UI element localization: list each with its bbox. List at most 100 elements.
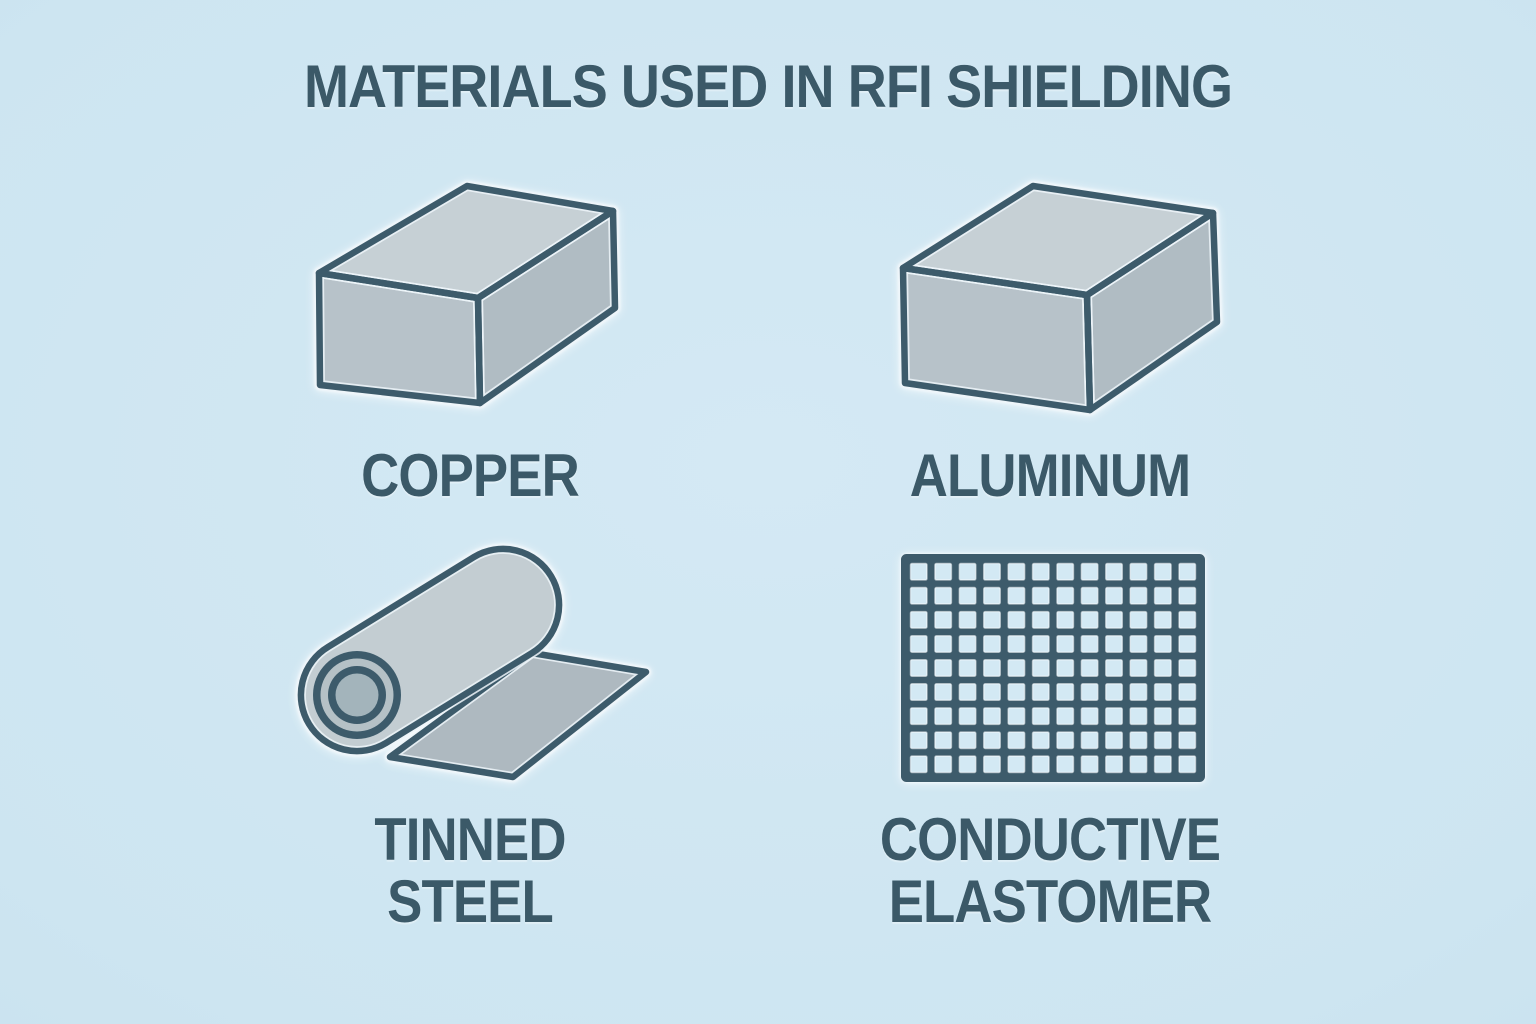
mesh-hole (1031, 731, 1050, 750)
mesh-hole (1153, 659, 1172, 677)
mesh-hole (1153, 755, 1172, 774)
mesh-holes (909, 562, 1197, 774)
mesh-hole (934, 659, 953, 677)
mesh-hole (1007, 731, 1026, 750)
mesh-hole (982, 562, 1001, 581)
material-label-line: ALUMINUM (909, 442, 1191, 509)
mesh-hole (1129, 634, 1148, 653)
mesh-hole (958, 683, 977, 702)
material-label-line: COPPER (361, 442, 580, 509)
tinned-steel-roll-icon (295, 543, 651, 782)
mesh-hole (1056, 755, 1075, 774)
mesh-hole (982, 755, 1001, 774)
material-label-line: CONDUCTIVE (879, 806, 1221, 873)
material-label-line: TINNED (374, 806, 566, 873)
mesh-hole (1105, 586, 1124, 605)
mesh-hole (1007, 634, 1026, 653)
mesh-hole (1105, 731, 1124, 750)
mesh-hole (909, 610, 928, 629)
mesh-hole (1178, 586, 1197, 605)
mesh-hole (1007, 659, 1026, 677)
mesh-hole (934, 634, 953, 653)
mesh-hole (1080, 731, 1099, 750)
mesh-hole (1153, 562, 1172, 581)
mesh-hole (934, 562, 953, 581)
mesh-hole (982, 707, 1001, 726)
mesh-hole (909, 707, 928, 726)
mesh-hole (1129, 707, 1148, 726)
mesh-hole (958, 562, 977, 581)
mesh-hole (1105, 707, 1124, 726)
mesh-hole (1080, 659, 1099, 677)
mesh-hole (909, 659, 928, 677)
mesh-hole (958, 659, 977, 677)
mesh-hole (934, 586, 953, 605)
mesh-hole (958, 755, 977, 774)
mesh-hole (1105, 683, 1124, 702)
mesh-hole (1129, 731, 1148, 750)
mesh-hole (1178, 610, 1197, 629)
aluminum-block-icon (898, 181, 1222, 415)
mesh-hole (982, 659, 1001, 677)
mesh-hole (1080, 610, 1099, 629)
mesh-hole (1129, 755, 1148, 774)
mesh-hole (909, 586, 928, 605)
mesh-hole (909, 634, 928, 653)
copper-block-icon (314, 181, 620, 408)
mesh-hole (1129, 659, 1148, 677)
mesh-hole (1178, 659, 1197, 677)
mesh-hole (1056, 610, 1075, 629)
mesh-hole (934, 610, 953, 629)
mesh-hole (982, 586, 1001, 605)
material-label-line: ELASTOMER (888, 868, 1212, 935)
mesh-hole (1007, 707, 1026, 726)
mesh-hole (1080, 586, 1099, 605)
mesh-hole (1056, 659, 1075, 677)
mesh-hole (1105, 610, 1124, 629)
mesh-hole (1153, 610, 1172, 629)
mesh-hole (1080, 707, 1099, 726)
mesh-hole (1129, 683, 1148, 702)
mesh-hole (1007, 610, 1026, 629)
mesh-hole (1178, 707, 1197, 726)
mesh-hole (934, 683, 953, 702)
mesh-hole (1153, 586, 1172, 605)
mesh-hole (1153, 707, 1172, 726)
mesh-hole (1080, 562, 1099, 581)
mesh-hole (1031, 683, 1050, 702)
mesh-hole (1129, 610, 1148, 629)
mesh-hole (982, 610, 1001, 629)
mesh-hole (1153, 683, 1172, 702)
mesh-hole (934, 731, 953, 750)
mesh-hole (958, 634, 977, 653)
mesh-hole (1153, 634, 1172, 653)
mesh-hole (1056, 562, 1075, 581)
mesh-hole (958, 586, 977, 605)
mesh-hole (909, 562, 928, 581)
mesh-hole (934, 707, 953, 726)
mesh-hole (1007, 562, 1026, 581)
material-label-aluminum: ALUMINUM (760, 445, 1341, 507)
mesh-hole (1105, 634, 1124, 653)
mesh-hole (982, 634, 1001, 653)
mesh-hole (1153, 731, 1172, 750)
mesh-hole (1129, 562, 1148, 581)
mesh-hole (982, 683, 1001, 702)
mesh-hole (1007, 586, 1026, 605)
mesh-hole (1031, 707, 1050, 726)
mesh-hole (1056, 683, 1075, 702)
mesh-hole (1056, 634, 1075, 653)
mesh-hole (909, 731, 928, 750)
mesh-hole (958, 610, 977, 629)
material-label-line: STEEL (387, 868, 554, 935)
mesh-hole (1178, 562, 1197, 581)
material-label-copper: COPPER (180, 445, 761, 507)
mesh-hole (1031, 659, 1050, 677)
mesh-hole (1007, 683, 1026, 702)
mesh-hole (1080, 755, 1099, 774)
mesh-hole (1031, 755, 1050, 774)
mesh-hole (1105, 562, 1124, 581)
material-label-tinned-steel: TINNED STEEL (180, 809, 761, 933)
mesh-hole (1007, 755, 1026, 774)
